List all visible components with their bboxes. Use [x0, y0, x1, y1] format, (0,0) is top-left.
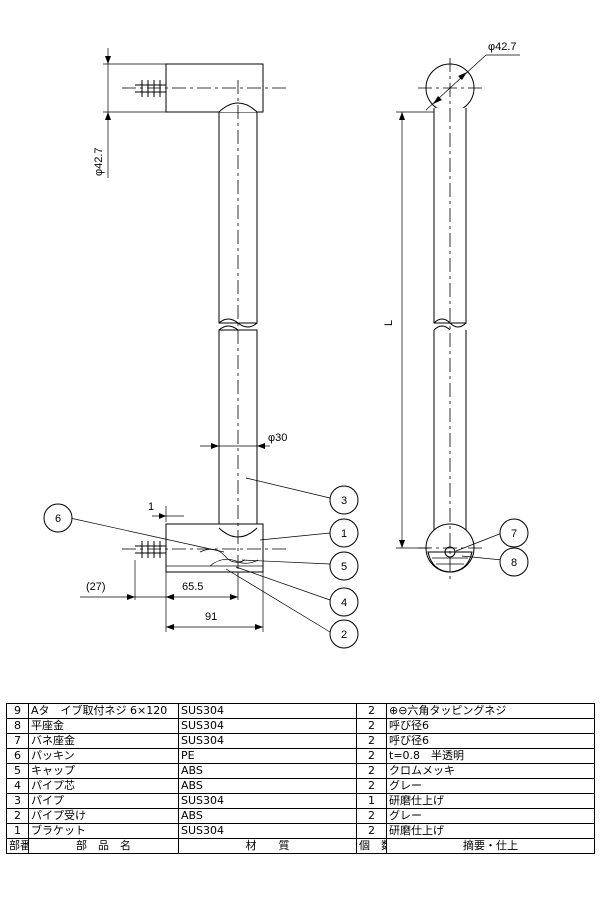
svg-text:6: 6	[55, 513, 61, 525]
callout-8: 8	[499, 547, 529, 577]
callout-5: 5	[329, 551, 359, 581]
part-number-cell: 2	[6, 808, 29, 824]
remarks-cell: 呼び径6	[386, 733, 595, 749]
svg-text:3: 3	[341, 495, 347, 507]
remarks-cell: グレー	[386, 808, 595, 824]
part-name-cell: パイプ受け	[28, 808, 179, 824]
material-cell: ABS	[178, 763, 357, 779]
quantity-cell: 2	[356, 808, 387, 824]
quantity-cell: 2	[356, 748, 387, 764]
remarks-cell: グレー	[386, 778, 595, 794]
material-cell: SUS304	[178, 733, 357, 749]
part-name-cell: パイプ	[28, 793, 179, 809]
quantity-cell: 2	[356, 763, 387, 779]
table-header-row: 部番部 品 名材 質個 数摘要・仕上	[6, 838, 595, 854]
svg-text:1: 1	[341, 528, 347, 540]
part-name-cell: パイプ芯	[28, 778, 179, 794]
material-cell: SUS304	[178, 823, 357, 839]
part-name-cell: バネ座金	[28, 733, 179, 749]
part-name-cell: Aタ イブ取付ネジ 6×120	[28, 703, 179, 719]
material-cell: SUS304	[178, 793, 357, 809]
remarks-cell: 研磨仕上げ	[386, 793, 595, 809]
svg-text:8: 8	[511, 557, 517, 569]
part-number-cell: 9	[6, 703, 29, 719]
material-cell: SUS304	[178, 718, 357, 734]
material-cell: PE	[178, 748, 357, 764]
quantity-cell: 2	[356, 718, 387, 734]
part-number-cell: 部番	[6, 838, 29, 854]
svg-text:4: 4	[341, 597, 347, 609]
part-name-cell: 部 品 名	[28, 838, 179, 854]
remarks-cell: t=0.8 半透明	[386, 748, 595, 764]
svg-text:5: 5	[341, 561, 347, 573]
quantity-cell: 2	[356, 823, 387, 839]
dim-gap: 1	[148, 501, 154, 513]
material-cell: SUS304	[178, 703, 357, 719]
remarks-cell: 研磨仕上げ	[386, 823, 595, 839]
dim-phi-top: φ42.7	[488, 41, 517, 53]
front-view: φ42.7 φ30 1 (27) 65.5 91	[43, 48, 359, 649]
part-number-cell: 4	[6, 778, 29, 794]
material-cell: ABS	[178, 778, 357, 794]
remarks-cell: ⊕⊖六角タッピングネジ	[386, 703, 595, 719]
dim-width: 91	[205, 611, 217, 623]
dim-depth: 65.5	[182, 581, 203, 593]
part-number-cell: 6	[6, 748, 29, 764]
callout-6: 6	[43, 503, 73, 533]
quantity-cell: 2	[356, 733, 387, 749]
side-view: φ42.7 L 7 8	[383, 41, 529, 580]
part-number-cell: 8	[6, 718, 29, 734]
dim-phi-pipe: φ30	[268, 432, 287, 444]
callout-3: 3	[329, 485, 359, 515]
part-name-cell: パッキン	[28, 748, 179, 764]
part-name-cell: ブラケット	[28, 823, 179, 839]
quantity-cell: 1	[356, 793, 387, 809]
part-number-cell: 3	[6, 793, 29, 809]
material-cell: 材 質	[178, 838, 357, 854]
part-name-cell: 平座金	[28, 718, 179, 734]
technical-drawing: φ42.7 φ30 1 (27) 65.5 91	[43, 41, 529, 649]
callout-4: 4	[329, 587, 359, 617]
callout-2: 2	[329, 619, 359, 649]
callout-1: 1	[329, 518, 359, 548]
quantity-cell: 2	[356, 703, 387, 719]
part-name-cell: キャップ	[28, 763, 179, 779]
dim-offset: (27)	[86, 581, 106, 593]
part-number-cell: 1	[6, 823, 29, 839]
quantity-cell: 個 数	[356, 838, 387, 854]
dim-length: L	[383, 320, 395, 326]
part-number-cell: 5	[6, 763, 29, 779]
svg-text:2: 2	[341, 629, 347, 641]
dim-phi-side: φ42.7	[93, 147, 105, 176]
remarks-cell: クロムメッキ	[386, 763, 595, 779]
remarks-cell: 呼び径6	[386, 718, 595, 734]
callout-7: 7	[499, 518, 529, 548]
quantity-cell: 2	[356, 778, 387, 794]
svg-text:7: 7	[511, 528, 517, 540]
remarks-cell: 摘要・仕上	[386, 838, 595, 854]
part-number-cell: 7	[6, 733, 29, 749]
material-cell: ABS	[178, 808, 357, 824]
